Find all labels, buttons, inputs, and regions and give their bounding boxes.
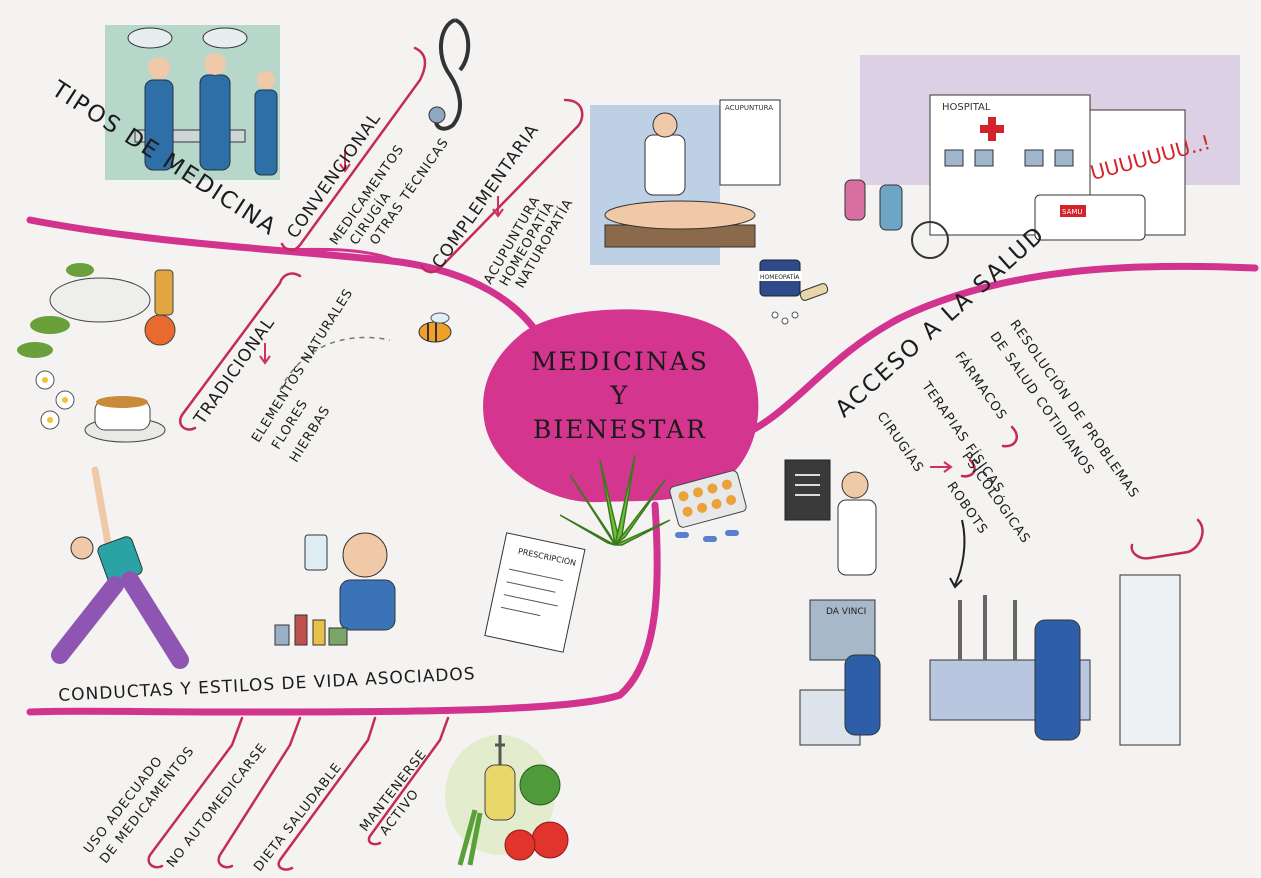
pills-blister-icon: [669, 470, 747, 542]
acupuncture-illustration: ACUPUNTURA: [590, 99, 781, 265]
center-line-3: BIENESTAR: [533, 415, 707, 444]
center-line-1: MEDICINAS: [531, 347, 709, 376]
robot-brand: DA VINCI: [826, 607, 866, 617]
surgery-illustration: [105, 25, 280, 180]
surgical-robot-illustration: DA VINCI: [799, 574, 1181, 746]
branch-acceso: [726, 262, 1259, 444]
homeopathy-jar-illustration: HOMEOPATÍA: [758, 259, 829, 325]
center-line-2: Y: [610, 381, 630, 410]
yoga-illustration: [51, 466, 189, 669]
bee-icon: [418, 312, 452, 343]
vegetables-illustration: [445, 735, 569, 866]
hospital-illustration: HOSPITAL UUUUUUU..! SAMU: [844, 55, 1240, 259]
poster-label: ACUPUNTURA: [725, 104, 773, 112]
prescription-illustration: PRESCRIPCIÓN: [484, 532, 586, 653]
center-blob: [483, 309, 759, 503]
ambulance-label: SAMU: [1062, 208, 1083, 216]
center-title: MEDICINAS Y BIENESTAR: [505, 345, 735, 447]
branch-conductas: [26, 501, 661, 716]
jar-label: HOMEOPATÍA: [760, 274, 800, 281]
branch-tipos: [26, 216, 549, 349]
aloe-plant-illustration: [560, 455, 670, 546]
xray-doctor-illustration: [784, 459, 877, 576]
stethoscope-icon: [428, 18, 471, 131]
herbal-remedies-illustration: [17, 263, 176, 443]
self-medication-illustration: [274, 532, 396, 646]
hospital-sign: HOSPITAL: [942, 102, 991, 113]
